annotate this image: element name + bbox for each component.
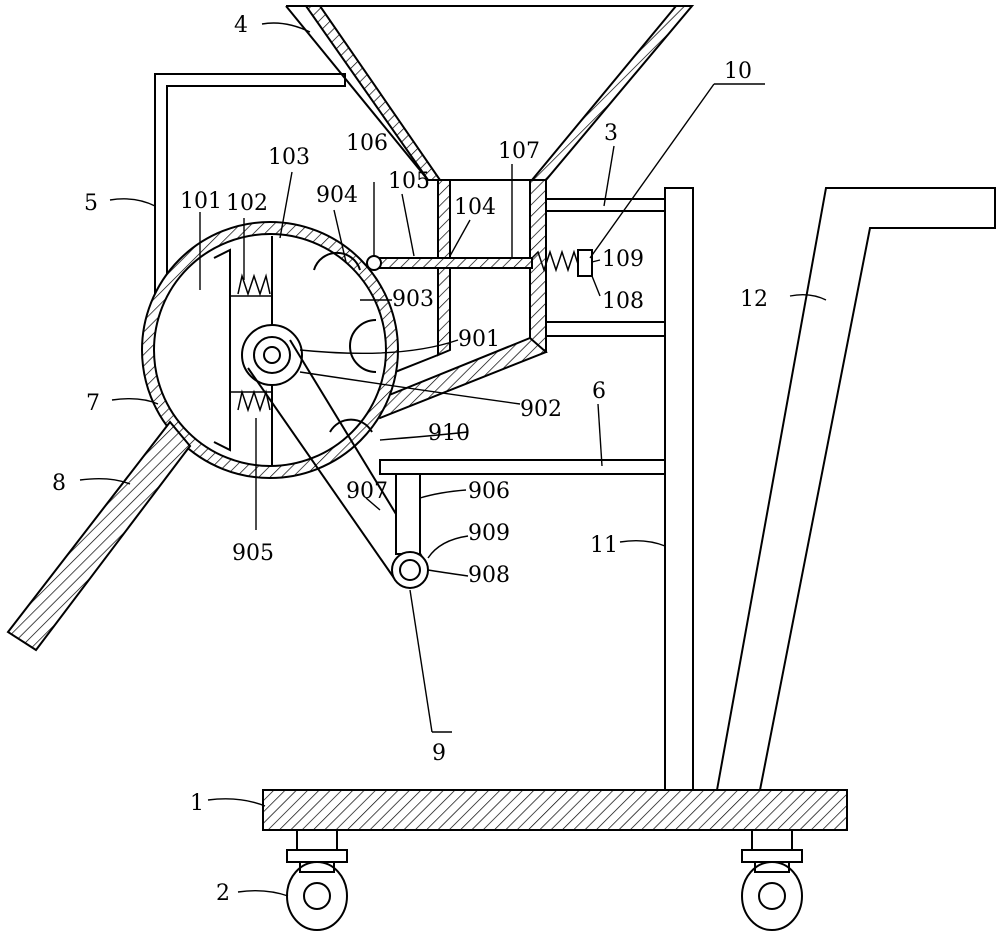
label-102: 102 [226, 191, 268, 216]
label-3: 3 [604, 121, 618, 146]
part-labels: 4 5 7 8 101 102 103 904 106 105 104 107 … [52, 13, 768, 906]
label-104: 104 [454, 195, 496, 220]
label-11: 11 [590, 533, 618, 558]
push-handle [715, 187, 996, 791]
right-wheel [741, 829, 803, 931]
label-906: 906 [468, 479, 510, 504]
label-901: 901 [458, 327, 500, 352]
label-108: 108 [602, 289, 644, 314]
label-4: 4 [234, 13, 248, 38]
label-103: 103 [268, 145, 310, 170]
label-910: 910 [428, 421, 470, 446]
discharge-chute [6, 420, 192, 652]
label-2: 2 [216, 881, 230, 906]
spring-block [577, 249, 593, 277]
label-6: 6 [592, 379, 606, 404]
label-101: 101 [180, 189, 222, 214]
label-8: 8 [52, 471, 66, 496]
left-wheel [286, 829, 348, 931]
label-7: 7 [86, 391, 100, 416]
drum-internals [213, 236, 377, 466]
label-12: 12 [740, 287, 768, 312]
mixing-box [369, 179, 548, 420]
push-rod [371, 257, 533, 269]
label-106: 106 [346, 131, 388, 156]
label-1: 1 [190, 791, 204, 816]
base-plate [262, 789, 848, 831]
label-903: 903 [392, 287, 434, 312]
label-9: 9 [432, 741, 446, 766]
label-5: 5 [84, 191, 98, 216]
upper-bar [539, 198, 666, 212]
middle-bar [539, 321, 666, 337]
label-109: 109 [602, 247, 644, 272]
lower-bar [379, 459, 666, 475]
label-105: 105 [388, 169, 430, 194]
label-908: 908 [468, 563, 510, 588]
label-902: 902 [520, 397, 562, 422]
vertical-post [664, 187, 694, 791]
label-907: 907 [346, 479, 388, 504]
frame [154, 73, 346, 300]
label-904: 904 [316, 183, 358, 208]
label-10: 10 [724, 59, 752, 84]
label-905: 905 [232, 541, 274, 566]
drive-belt [247, 339, 429, 589]
label-107: 107 [498, 139, 540, 164]
leader-lines [79, 22, 827, 897]
label-909: 909 [468, 521, 510, 546]
